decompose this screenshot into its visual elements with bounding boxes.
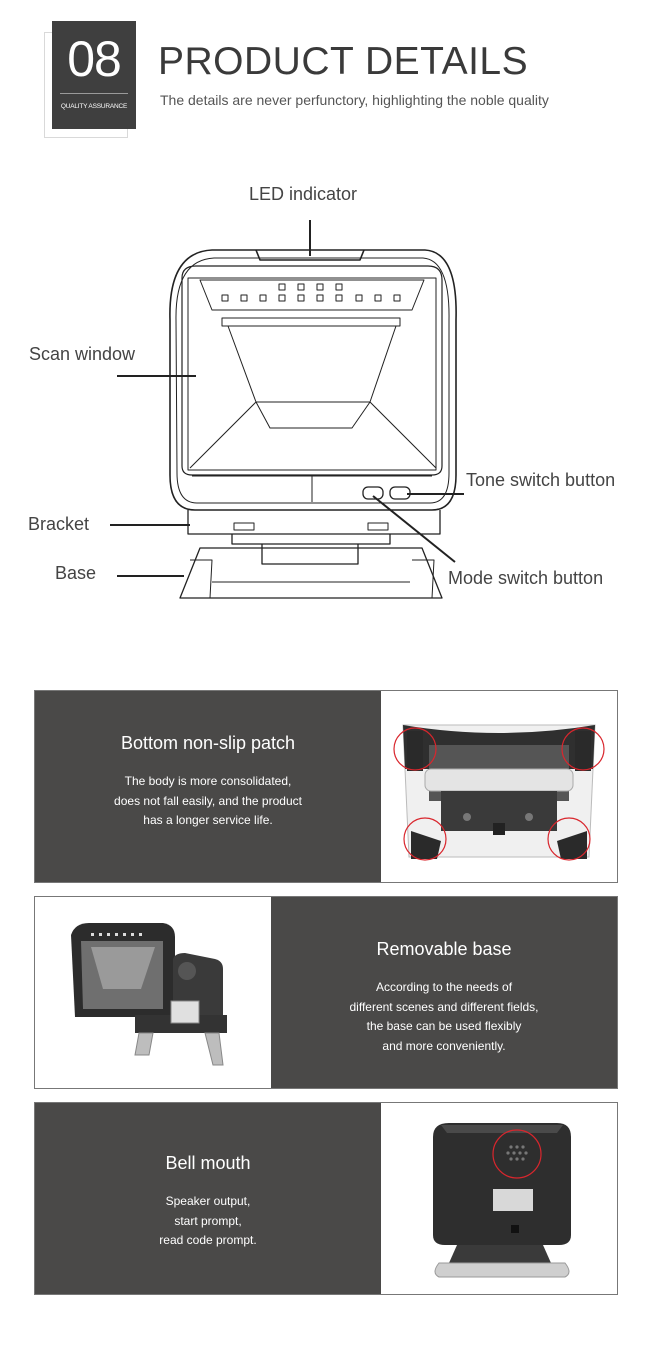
feature-description: The body is more consolidated, does not …	[114, 774, 302, 827]
feature-title: Bell mouth	[165, 1153, 251, 1173]
label-bracket: Bracket	[28, 514, 90, 534]
badge-caption: QUALITY ASSURANCE	[60, 103, 128, 110]
scanner-line-drawing	[110, 220, 464, 599]
label-scan-window: Scan window	[29, 344, 136, 364]
feature-text-block: Removable base According to the needs of…	[271, 897, 617, 1088]
feature-text-block: Bottom non-slip patch The body is more c…	[35, 691, 381, 882]
label-led-indicator: LED indicator	[249, 184, 358, 204]
bell-mouth-photo	[381, 1103, 617, 1294]
badge-divider	[60, 93, 128, 94]
feature-title: Removable base	[376, 939, 512, 959]
label-base: Base	[55, 563, 97, 583]
page-subtitle: The details are never perfunctory, highl…	[160, 92, 549, 108]
feature-panel-removable-base: Removable base According to the needs of…	[34, 896, 618, 1089]
non-slip-patch-photo	[381, 691, 617, 882]
label-tone-switch-button: Tone switch button	[466, 470, 616, 490]
page-title: PRODUCT DETAILS	[158, 40, 529, 83]
feature-panel-non-slip: Bottom non-slip patch The body is more c…	[34, 690, 618, 883]
removable-base-photo	[35, 897, 271, 1088]
product-diagram: LED indicator Scan window Tone switch bu…	[0, 170, 650, 620]
label-mode-switch-button: Mode switch button	[448, 568, 604, 588]
feature-description: Speaker output, start prompt, read code …	[159, 1194, 257, 1247]
feature-panel-bell-mouth: Bell mouth Speaker output, start prompt,…	[34, 1102, 618, 1295]
section-badge: 08 QUALITY ASSURANCE	[52, 21, 136, 129]
feature-description: According to the needs of different scen…	[349, 980, 539, 1053]
feature-title: Bottom non-slip patch	[120, 733, 296, 753]
section-number: 08	[67, 31, 122, 87]
feature-text-block: Bell mouth Speaker output, start prompt,…	[35, 1103, 381, 1294]
